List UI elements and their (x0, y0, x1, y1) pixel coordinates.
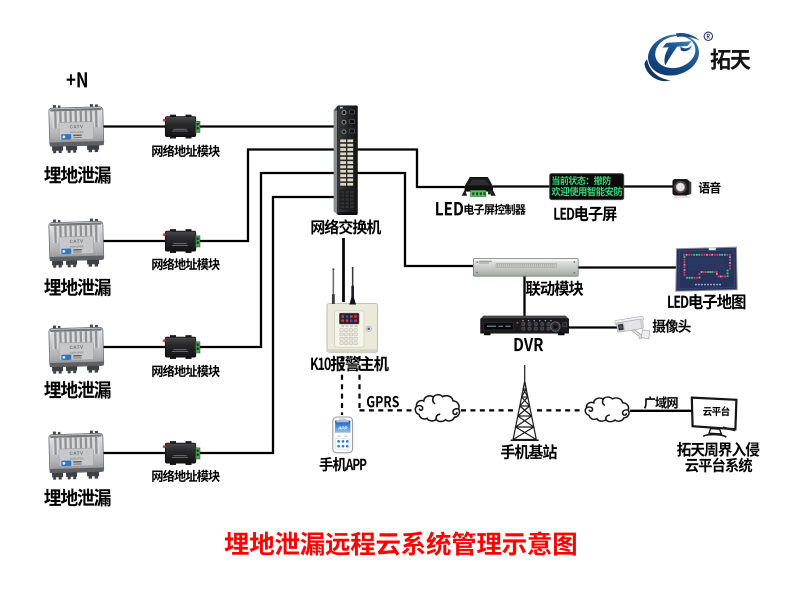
svg-text:CATV: CATV (70, 345, 84, 350)
svg-text:CATV: CATV (70, 451, 84, 456)
svg-text:AMPLIFIER: AMPLIFIER (70, 456, 84, 460)
svg-text:CATV: CATV (70, 124, 84, 129)
svg-text:CATV: CATV (70, 239, 84, 244)
svg-text:AMPLIFIER: AMPLIFIER (70, 350, 84, 354)
svg-text:APP: APP (337, 425, 348, 430)
svg-text:AMPLIFIER: AMPLIFIER (70, 244, 84, 248)
svg-text:AMPLIFIER: AMPLIFIER (70, 130, 84, 134)
